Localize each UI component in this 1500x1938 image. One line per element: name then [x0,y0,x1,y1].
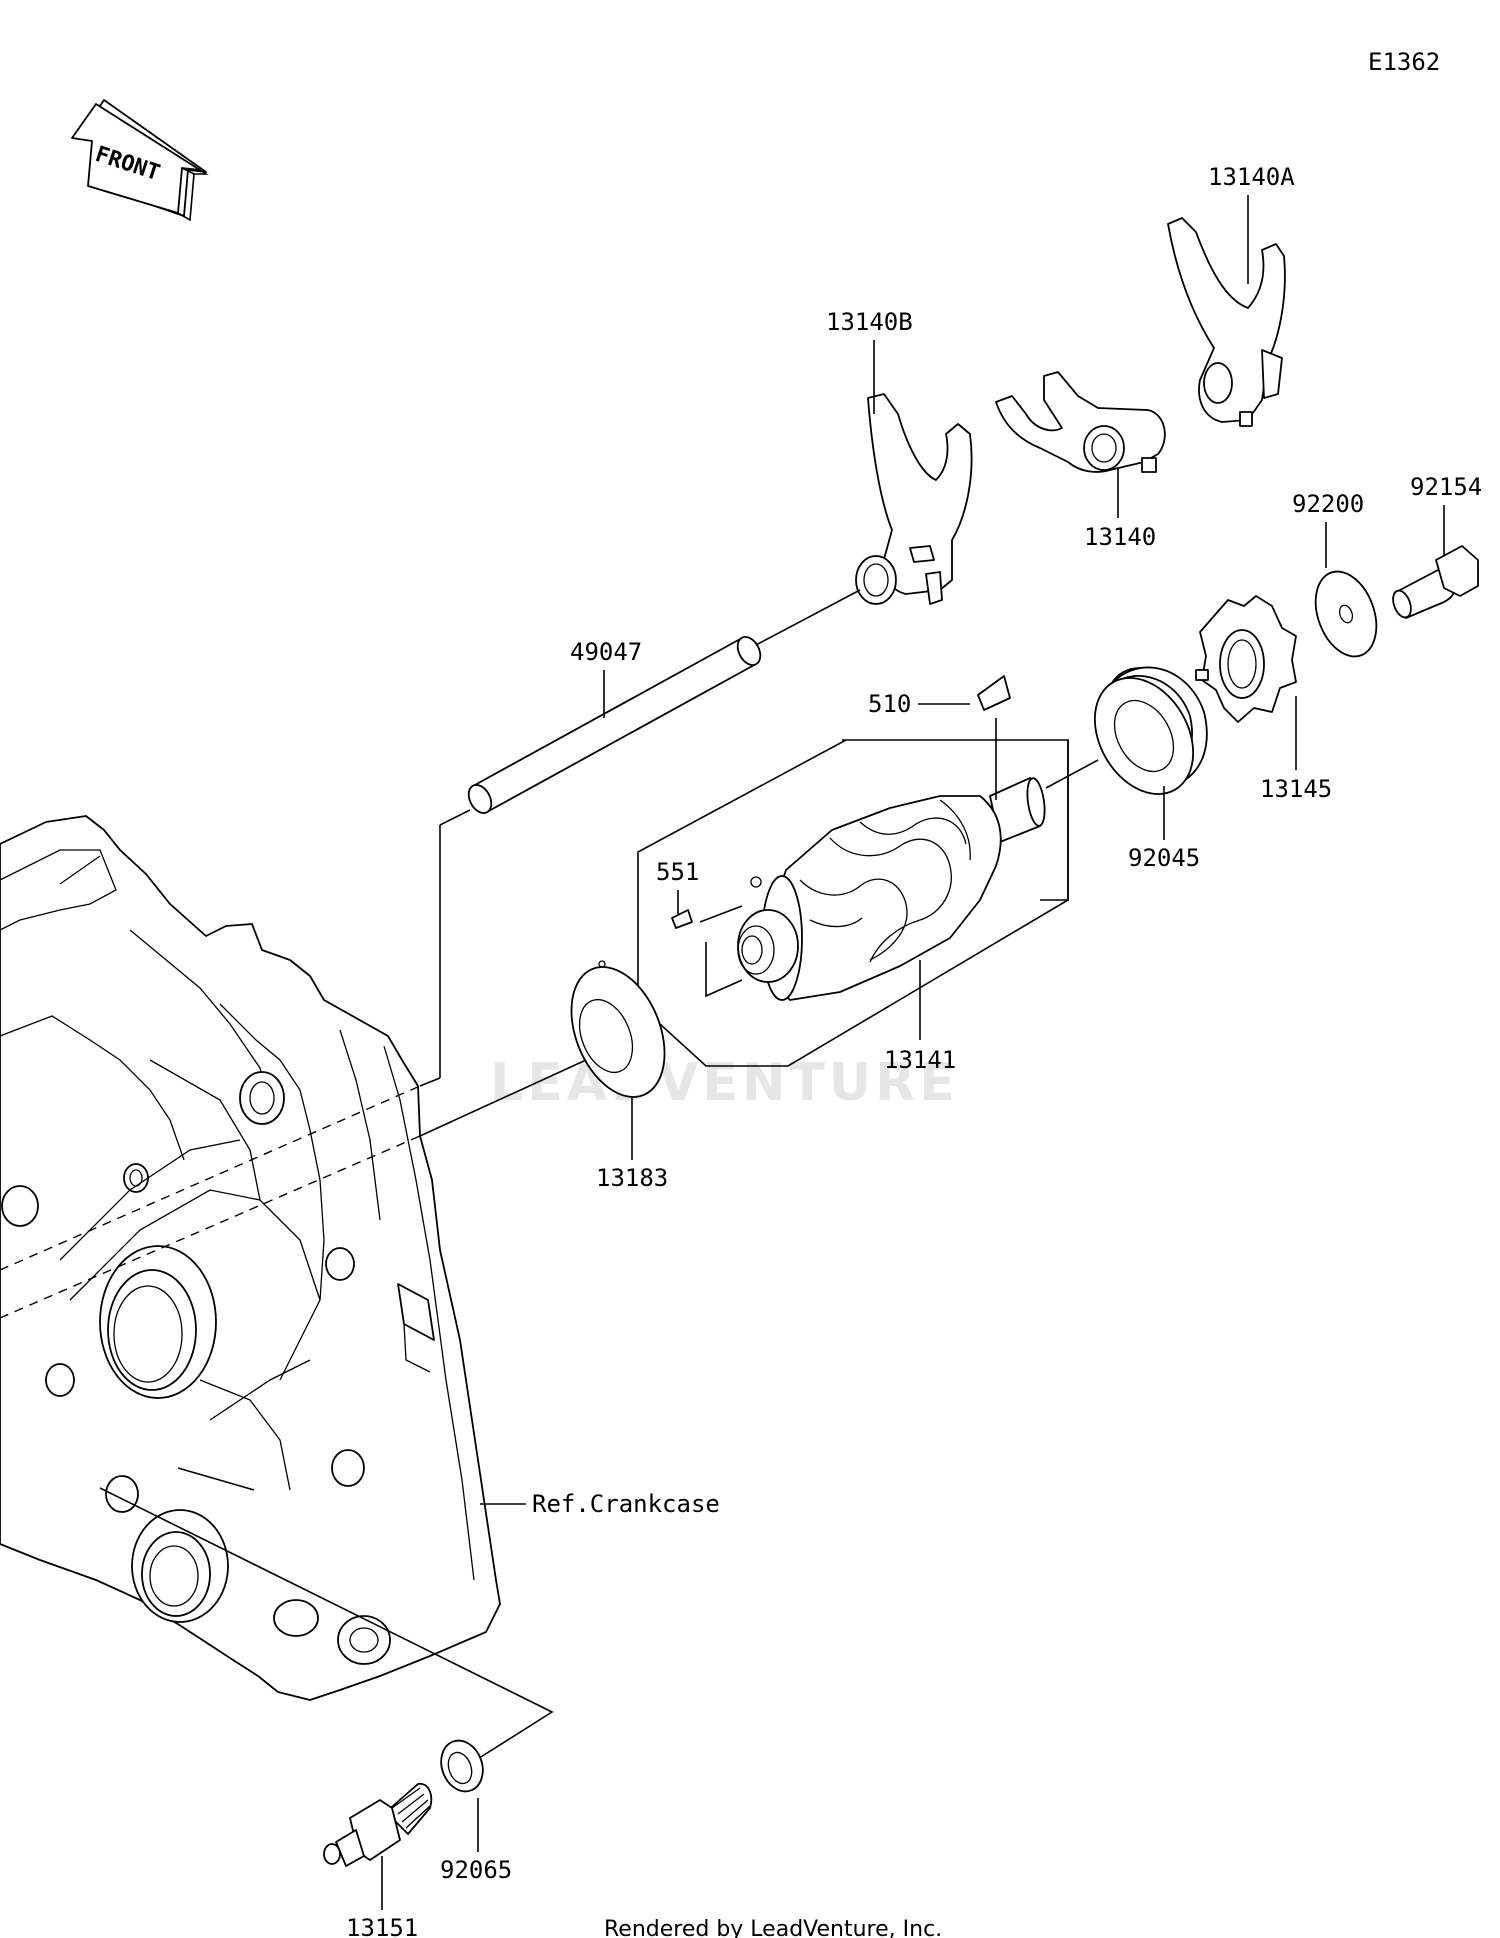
bearing-92045 [1093,666,1208,795]
label-13145[interactable]: 13145 [1260,775,1332,803]
shift-fork-13140b [855,393,973,605]
label-92065[interactable]: 92065 [440,1856,512,1884]
label-92154[interactable]: 92154 [1410,473,1482,501]
shift-shaft-49047 [467,636,762,814]
shift-drum-13141 [737,777,1046,1001]
washer-92200 [1314,570,1378,658]
crankcase-outline [0,815,501,1701]
front-arrow-icon: FRONT [71,99,209,222]
watermark: LEADVENTURE [490,1053,959,1113]
shift-fork-13140a [1167,217,1286,427]
label-13140b[interactable]: 13140B [826,308,913,336]
shift-fork-13140 [995,371,1166,473]
label-92200[interactable]: 92200 [1292,490,1364,518]
label-92045[interactable]: 92045 [1128,844,1200,872]
bolt-92154 [1392,545,1479,619]
label-510[interactable]: 510 [868,690,911,718]
washer-92065 [440,1739,484,1793]
shift-drum-cam-13145 [1195,595,1297,723]
label-551[interactable]: 551 [656,858,699,886]
neutral-switch-13151 [323,1782,433,1867]
footer-credit: Rendered by LeadVenture, Inc. [604,1917,942,1938]
label-13140[interactable]: 13140 [1084,523,1156,551]
label-13140a[interactable]: 13140A [1208,163,1295,191]
label-49047[interactable]: 49047 [570,638,642,666]
label-13151[interactable]: 13151 [346,1914,418,1938]
washer-13183 [570,960,666,1098]
label-13141[interactable]: 13141 [884,1046,956,1074]
diagram-code: E1362 [1368,48,1440,76]
pin-551 [671,909,693,929]
label-ref-crankcase[interactable]: Ref.Crankcase [532,1490,720,1518]
spacer-510 [977,675,1011,711]
label-13183[interactable]: 13183 [596,1164,668,1192]
